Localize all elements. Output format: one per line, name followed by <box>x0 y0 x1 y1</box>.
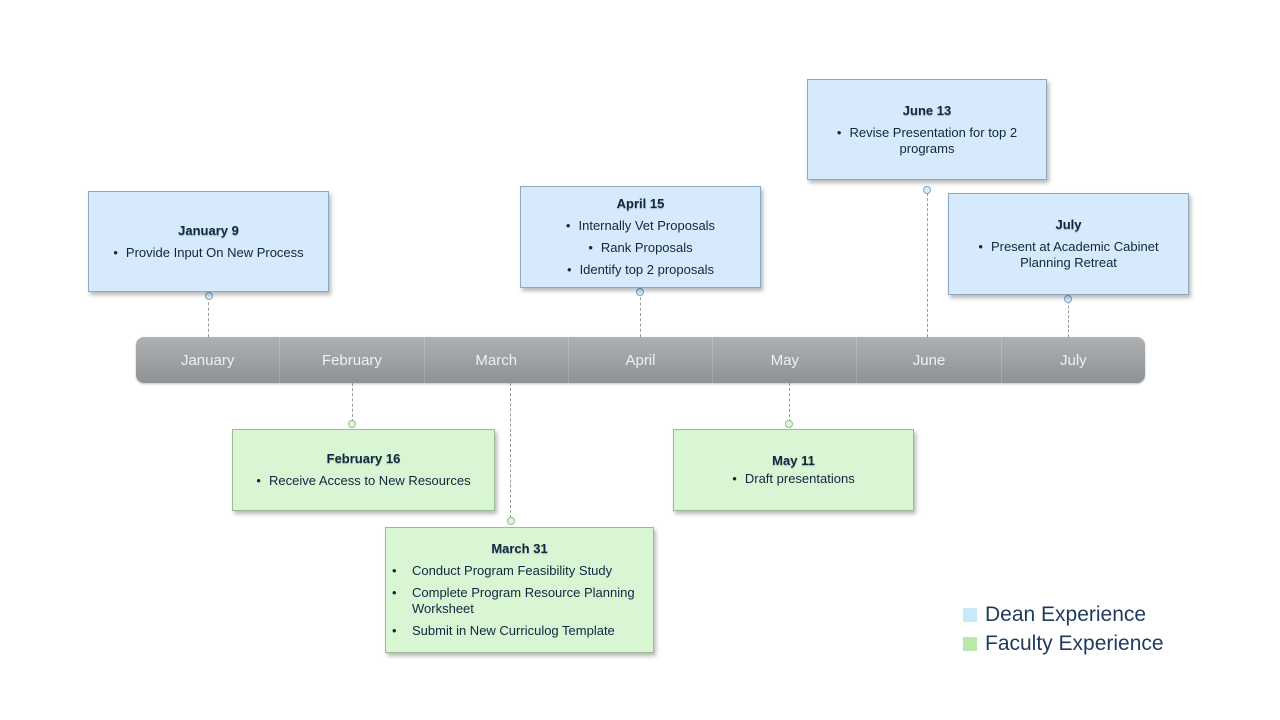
event-date: January 9 <box>178 222 239 238</box>
bullet-icon: • <box>588 240 593 255</box>
event-item: • Draft presentations <box>680 471 907 487</box>
event-card-feb16: February 16 • Receive Access to New Resou… <box>232 429 495 511</box>
connector-july <box>1068 301 1069 337</box>
event-date: June 13 <box>902 102 952 118</box>
event-item-text: Present at Academic Cabinet Planning Ret… <box>990 239 1159 270</box>
event-card-mar31: March 31 • Conduct Program Feasibility St… <box>385 527 654 653</box>
month-april: April <box>569 337 714 383</box>
month-may: May <box>713 337 858 383</box>
event-card-jun13: June 13 • Revise Presentation for top 2 p… <box>807 79 1047 180</box>
legend-item-dean: Dean Experience <box>963 600 1164 629</box>
legend-label-dean: Dean Experience <box>985 602 1147 626</box>
event-date: May 11 <box>772 453 815 468</box>
event-item: • Identify top 2 proposals <box>527 262 754 278</box>
connector-dot-jun13 <box>923 186 931 194</box>
event-item: • Provide Input On New Process <box>95 245 322 261</box>
bullet-icon: • <box>567 262 572 277</box>
event-item: • Internally Vet Proposals <box>527 218 754 234</box>
event-card-may11: May 11 • Draft presentations <box>673 429 914 511</box>
bullet-icon: • <box>256 473 261 488</box>
event-date: February 16 <box>326 451 401 466</box>
timeline-bar: January February March April May June Ju… <box>136 337 1145 383</box>
event-item: • Submit in New Curriculog Template <box>390 623 649 639</box>
month-january: January <box>136 337 281 383</box>
bullet-icon: • <box>978 239 983 254</box>
event-item-text: Revise Presentation for top 2 programs <box>849 124 1018 156</box>
event-item-text: Conduct Program Feasibility Study <box>412 563 613 578</box>
event-item: • Present at Academic Cabinet Planning Re… <box>963 239 1174 271</box>
event-date: July <box>1055 217 1082 232</box>
event-card-apr15: April 15 • Internally Vet Proposals • Rank… <box>520 186 761 288</box>
event-item: • Complete Program Resource Planning Work… <box>390 585 649 617</box>
event-item-text: Provide Input On New Process <box>125 244 304 260</box>
connector-feb16 <box>352 383 353 422</box>
month-june: June <box>857 337 1002 383</box>
event-item: • Revise Presentation for top 2 programs <box>822 125 1032 157</box>
connector-dot-jan9 <box>205 292 213 300</box>
connector-mar31 <box>510 383 511 518</box>
legend-swatch-dean <box>963 607 977 622</box>
connector-jun13 <box>927 193 928 337</box>
event-date: March 31 <box>491 541 548 556</box>
legend-swatch-faculty <box>963 636 977 651</box>
connector-dot-apr15 <box>636 288 644 296</box>
connector-apr15 <box>640 292 641 337</box>
event-card-july: July • Present at Academic Cabinet Planni… <box>948 193 1189 295</box>
event-item: • Rank Proposals <box>527 240 754 256</box>
event-item: • Conduct Program Feasibility Study <box>390 563 649 579</box>
month-february: February <box>280 337 425 383</box>
event-item-text: Complete Program Resource Planning Works… <box>412 585 635 616</box>
legend-item-faculty: Faculty Experience <box>963 629 1164 658</box>
bullet-icon: • <box>392 563 397 578</box>
connector-jan9 <box>208 297 209 337</box>
event-date: April 15 <box>616 196 665 211</box>
month-july: July <box>1059 351 1087 369</box>
event-item-text: Identify top 2 proposals <box>579 262 714 277</box>
legend-label-faculty: Faculty Experience <box>985 631 1164 655</box>
connector-dot-july <box>1064 295 1072 303</box>
bullet-icon: • <box>113 244 118 260</box>
bullet-icon: • <box>392 585 397 600</box>
bullet-icon: • <box>732 471 737 486</box>
legend: Dean Experience Faculty Experience <box>963 600 1164 658</box>
event-item-text: Draft presentations <box>744 471 855 486</box>
connector-dot-feb16 <box>348 420 356 428</box>
event-item-text: Rank Proposals <box>600 240 693 255</box>
bullet-icon: • <box>392 623 397 638</box>
bullet-icon: • <box>836 124 842 140</box>
bullet-icon: • <box>565 218 571 233</box>
event-item-text: Internally Vet Proposals <box>578 218 716 233</box>
event-item-text: Submit in New Curriculog Template <box>412 623 615 638</box>
event-card-jan9: January 9 • Provide Input On New Process <box>88 191 329 292</box>
event-item-text: Receive Access to New Resources <box>268 473 471 488</box>
connector-dot-mar31 <box>507 517 515 525</box>
month-march: March <box>425 337 569 383</box>
connector-dot-may11 <box>785 420 793 428</box>
event-item: • Receive Access to New Resources <box>239 473 488 489</box>
connector-may11 <box>789 383 790 422</box>
